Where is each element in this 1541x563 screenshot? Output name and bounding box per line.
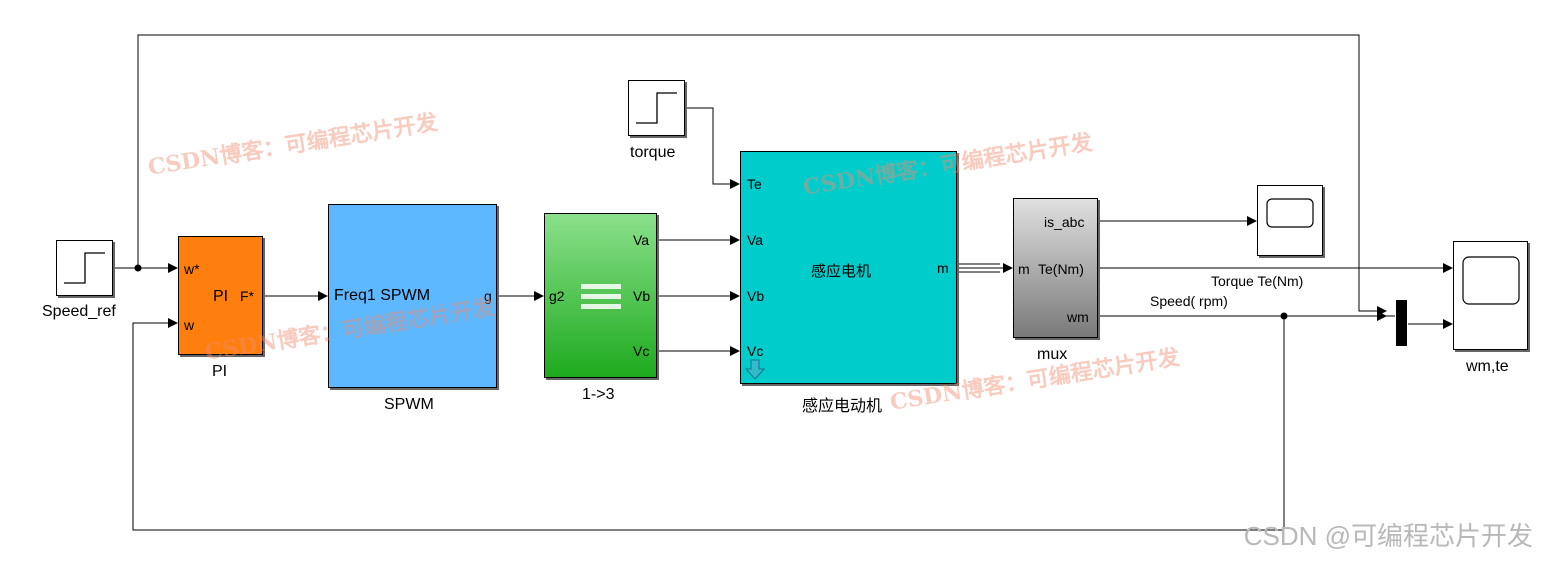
pi-port-wstar: w* bbox=[184, 261, 200, 277]
spwm-block[interactable]: Freq1 SPWM g bbox=[328, 204, 497, 388]
conv-port-va: Va bbox=[633, 232, 650, 248]
torque-label: torque bbox=[630, 144, 676, 161]
scope-wmte-block[interactable] bbox=[1453, 241, 1528, 350]
bus-creator-block[interactable] bbox=[1396, 300, 1407, 346]
scope-isabc-block[interactable] bbox=[1257, 185, 1323, 256]
motor-port-vb: Vb bbox=[747, 288, 765, 304]
step-icon bbox=[64, 252, 105, 284]
connection-port-icon bbox=[744, 359, 766, 380]
motor-center-label: 感应电机 bbox=[811, 263, 872, 280]
motor-port-te: Te bbox=[747, 176, 762, 192]
scope-wmte-label: wm,te bbox=[1466, 358, 1509, 375]
motor-port-m: m bbox=[937, 260, 949, 276]
scope-icon bbox=[1462, 256, 1520, 305]
motor-port-vc: Vc bbox=[747, 343, 764, 359]
spwm-label: SPWM bbox=[384, 396, 434, 413]
speed-ref-step-block[interactable] bbox=[56, 240, 113, 296]
conv-port-vc: Vc bbox=[633, 343, 650, 359]
wire-top-loop bbox=[137, 34, 1387, 316]
branch-point-1 bbox=[134, 264, 142, 272]
mux-block[interactable]: m is_abc Te(Nm) wm bbox=[1013, 198, 1098, 338]
branch-point-2 bbox=[1280, 312, 1288, 320]
mux-port-te: Te(Nm) bbox=[1038, 261, 1084, 277]
spwm-center-label: Freq1 SPWM bbox=[334, 287, 431, 304]
converter-block[interactable]: g2 Va Vb Vc bbox=[544, 213, 657, 378]
motor-label: 感应电动机 bbox=[802, 398, 883, 415]
motor-block[interactable]: Te Va Vb Vc 感应电机 m bbox=[740, 151, 957, 384]
scope-icon bbox=[1266, 198, 1314, 228]
mux-port-wm: wm bbox=[1067, 309, 1089, 325]
signal-speed-label: Speed( rpm) bbox=[1150, 293, 1228, 309]
speed-ref-label: Speed_ref bbox=[42, 303, 116, 320]
spwm-port-g: g bbox=[484, 288, 492, 304]
mux-label: mux bbox=[1037, 346, 1068, 363]
motor-port-va: Va bbox=[747, 232, 764, 248]
torque-step-block[interactable] bbox=[628, 80, 685, 136]
pi-block[interactable]: w* w PI F* bbox=[178, 236, 263, 355]
wire-torque-te bbox=[685, 107, 740, 189]
pi-port-w: w bbox=[184, 317, 195, 333]
step-icon bbox=[636, 92, 677, 124]
pi-port-fstar: F* bbox=[240, 288, 254, 304]
converter-label: 1->3 bbox=[582, 386, 615, 403]
conv-port-g2: g2 bbox=[549, 288, 565, 304]
brand-watermark: CSDN @可编程芯片开发 bbox=[1243, 521, 1533, 551]
mux-port-m: m bbox=[1018, 261, 1030, 277]
conv-port-vb: Vb bbox=[633, 288, 651, 304]
signal-torque-label: Torque Te(Nm) bbox=[1211, 273, 1304, 289]
demux-icon bbox=[581, 284, 621, 309]
pi-center-label: PI bbox=[213, 288, 229, 305]
pi-label: PI bbox=[212, 363, 228, 380]
mux-port-isabc: is_abc bbox=[1044, 214, 1085, 230]
wire-bottom-loop bbox=[132, 316, 1285, 531]
